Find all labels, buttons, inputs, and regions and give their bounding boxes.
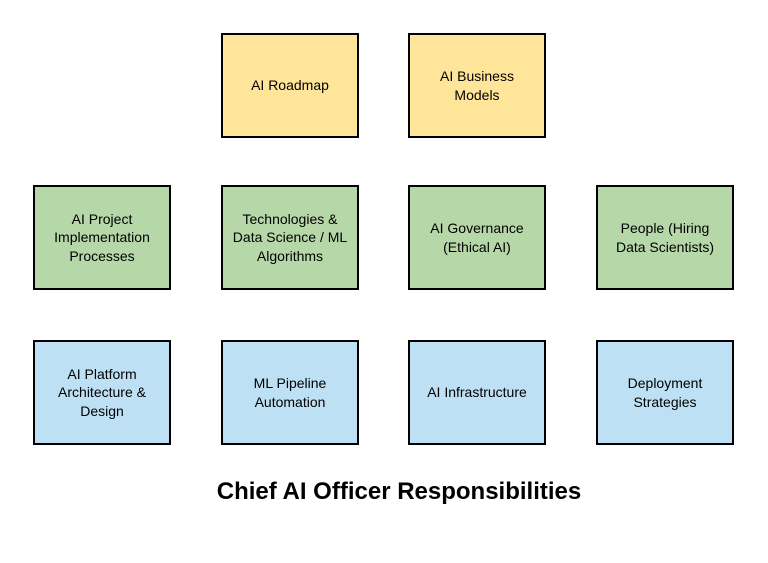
node-ai-roadmap: AI Roadmap bbox=[221, 33, 359, 138]
node-ml-pipeline-automation: ML Pipeline Automation bbox=[221, 340, 359, 445]
node-ai-project-implementation-processes: AI Project Implementation Processes bbox=[33, 185, 171, 290]
node-ai-business-models: AI Business Models bbox=[408, 33, 546, 138]
node-ai-governance-ethical-ai: AI Governance (Ethical AI) bbox=[408, 185, 546, 290]
node-people-hiring-data-scientists: People (Hiring Data Scientists) bbox=[596, 185, 734, 290]
diagram-title: Chief AI Officer Responsibilities bbox=[216, 478, 582, 505]
node-deployment-strategies: Deployment Strategies bbox=[596, 340, 734, 445]
node-ai-infrastructure: AI Infrastructure bbox=[408, 340, 546, 445]
node-technologies-data-science-ml-algorithms: Technologies & Data Science / ML Algorit… bbox=[221, 185, 359, 290]
node-ai-platform-architecture-design: AI Platform Architecture & Design bbox=[33, 340, 171, 445]
